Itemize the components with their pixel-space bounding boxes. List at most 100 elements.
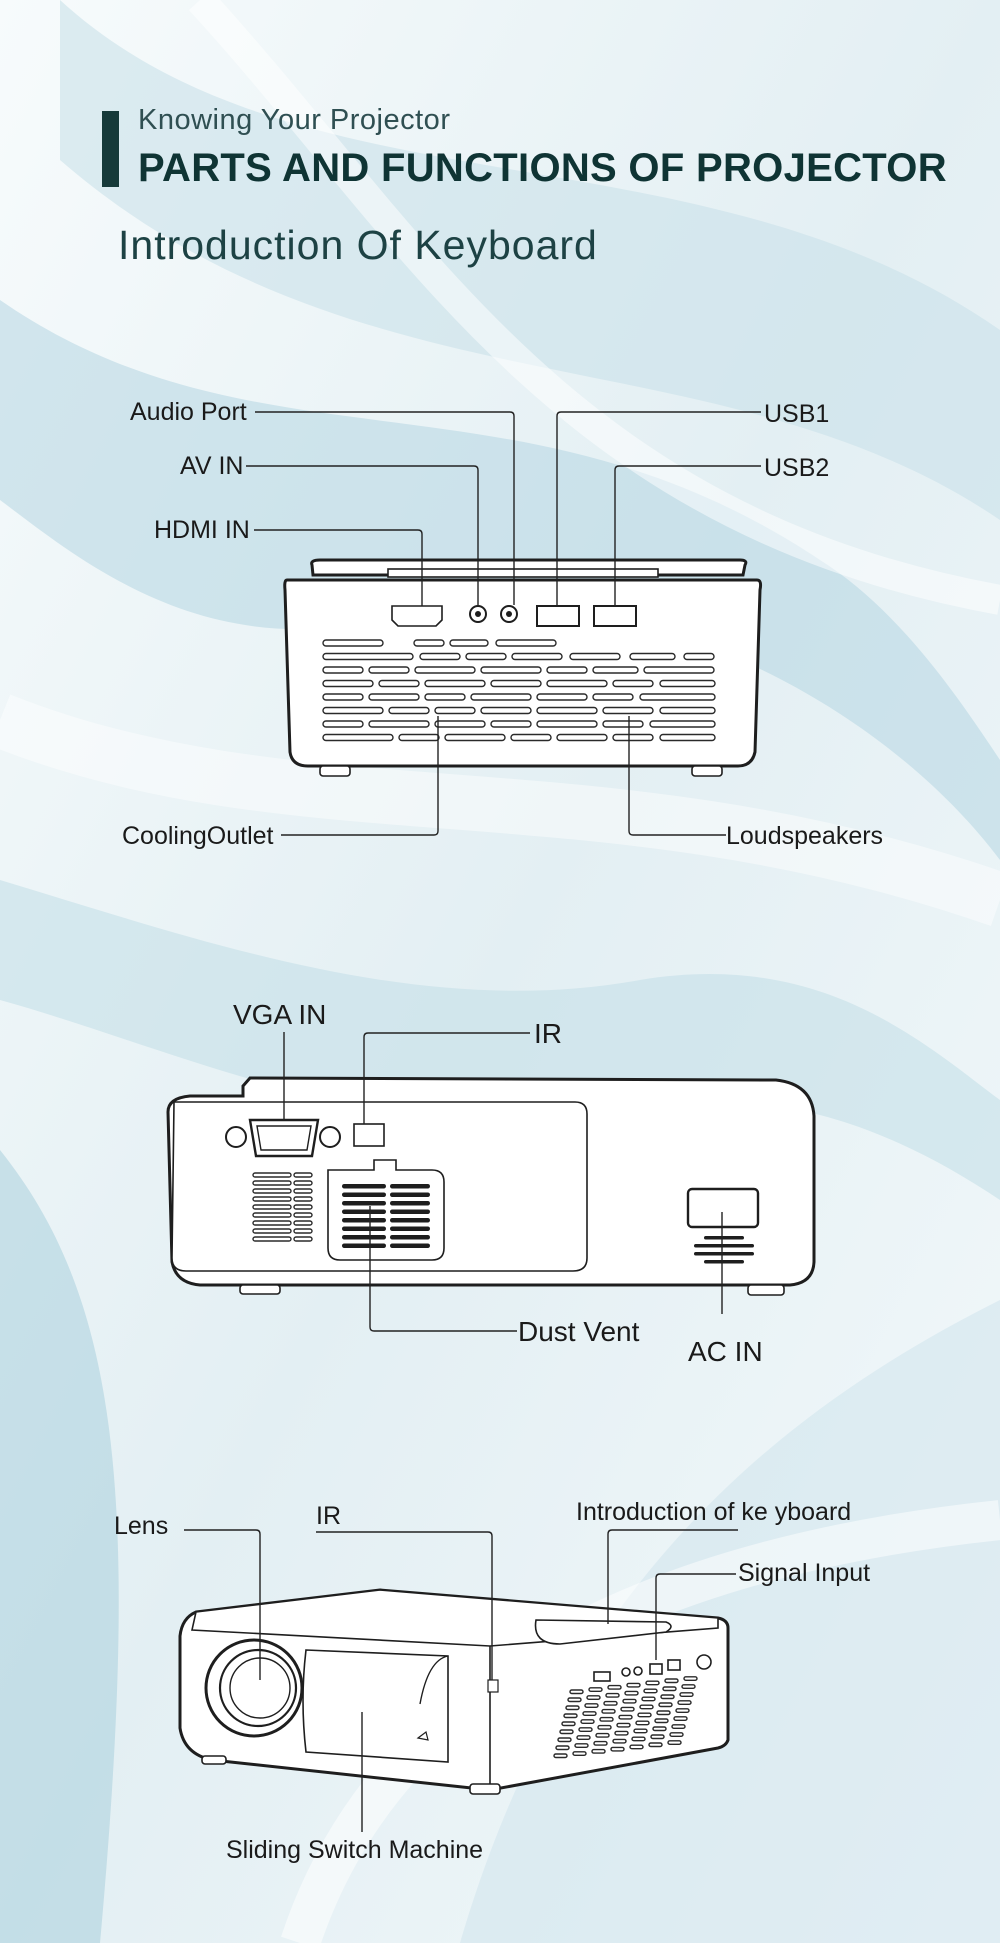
vent-slot xyxy=(368,693,420,701)
vent-slot xyxy=(378,679,420,688)
vent-slot xyxy=(584,1703,599,1709)
label-cooling-outlet: CoolingOutlet xyxy=(122,822,274,850)
vent-slot xyxy=(565,1705,580,1711)
dust-vent-slot xyxy=(390,1235,430,1240)
vent-slot xyxy=(419,652,461,661)
vent-slot xyxy=(398,733,440,742)
vent-slot xyxy=(252,1212,292,1218)
label-audio-port: Audio Port xyxy=(130,398,247,426)
vent-slot xyxy=(656,1710,671,1716)
dust-vent-slot xyxy=(390,1243,430,1248)
vent-slot xyxy=(556,733,608,742)
vent-slot xyxy=(592,666,639,674)
vent-slot xyxy=(293,1212,313,1218)
label-hdmi-in: HDMI IN xyxy=(154,516,250,544)
vent-slot xyxy=(610,1746,625,1752)
vent-slot xyxy=(601,1708,616,1714)
label-sliding-switch: Sliding Switch Machine xyxy=(226,1836,484,1864)
vent-slot xyxy=(510,733,552,742)
vent-slot xyxy=(683,652,715,661)
vent-slot xyxy=(614,1730,629,1736)
vent-slot xyxy=(252,1188,292,1194)
vent-slot xyxy=(618,1714,633,1720)
vent-slot xyxy=(293,1228,313,1234)
vent-slot xyxy=(434,720,486,728)
vent-slot xyxy=(322,720,364,728)
vent-slot xyxy=(643,666,715,674)
vent-slot xyxy=(582,1711,597,1717)
page-title: PARTS AND FUNCTIONS OF PROJECTOR xyxy=(138,146,947,190)
vent-slot xyxy=(561,1721,576,1727)
dust-vent-slot xyxy=(390,1201,430,1206)
vent-slot xyxy=(602,720,644,728)
vent-slot xyxy=(555,1745,570,1751)
dust-vent-slot xyxy=(342,1209,386,1214)
vent-slot xyxy=(495,639,557,647)
vent-slot xyxy=(414,666,476,674)
label-keyboard: Introduction of ke yboard xyxy=(576,1498,852,1526)
vent-slot xyxy=(322,666,364,674)
vent-slot xyxy=(252,1196,292,1202)
vent-slot xyxy=(536,720,598,728)
label-av-in: AV IN xyxy=(180,452,244,480)
vent-slot xyxy=(681,1684,696,1690)
vent-slot xyxy=(650,1734,665,1740)
vent-slot xyxy=(546,666,588,674)
vent-slot xyxy=(322,679,374,688)
dust-vent-slot xyxy=(390,1226,430,1231)
vent-slot xyxy=(252,1204,292,1210)
vent-slot xyxy=(252,1180,292,1186)
vent-slot xyxy=(683,1676,698,1682)
section-title: Introduction Of Keyboard xyxy=(118,222,598,268)
vent-slot xyxy=(424,679,486,688)
label-lens: Lens xyxy=(114,1512,169,1540)
dust-vent-slot xyxy=(342,1192,386,1197)
vent-slot xyxy=(322,639,384,647)
vent-slot xyxy=(449,639,489,647)
vent-slot xyxy=(603,1700,618,1706)
dust-vent-slot xyxy=(342,1184,386,1189)
vent-slot xyxy=(322,693,364,701)
vent-slot xyxy=(624,1690,639,1696)
label-signal-input: Signal Input xyxy=(738,1559,871,1587)
vent-slot xyxy=(413,639,445,647)
label-ir-side: IR xyxy=(534,1018,562,1049)
dust-vent-slot xyxy=(342,1243,386,1248)
vent-slot xyxy=(293,1180,313,1186)
vent-slot xyxy=(580,1719,595,1725)
vent-slot xyxy=(671,1724,686,1730)
vent-slot xyxy=(569,652,621,661)
vent-slot xyxy=(660,1694,675,1700)
vent-slot xyxy=(322,733,394,742)
label-usb1: USB1 xyxy=(764,400,830,428)
label-vga-in: VGA IN xyxy=(233,999,327,1030)
vent-slot xyxy=(576,1735,591,1741)
vent-slot xyxy=(588,1687,603,1693)
vent-slot xyxy=(293,1220,313,1226)
vent-slot xyxy=(444,733,506,742)
vent-slot xyxy=(546,679,608,688)
back-view-diagram xyxy=(246,411,763,836)
dust-vent-slot xyxy=(390,1209,430,1214)
vent-slot xyxy=(368,666,410,674)
vent-slot xyxy=(637,1712,652,1718)
vent-slot xyxy=(602,706,654,715)
vent-slot xyxy=(649,720,716,728)
dust-vent-slot xyxy=(342,1226,386,1231)
vent-slot xyxy=(612,733,654,742)
vent-slot xyxy=(659,679,716,688)
dust-vent-slot xyxy=(390,1192,430,1197)
vent-slot xyxy=(569,1689,584,1695)
label-ir-front: IR xyxy=(316,1502,341,1530)
vent-slot xyxy=(669,1732,684,1738)
vent-slot xyxy=(648,1742,663,1748)
label-usb2: USB2 xyxy=(764,454,830,482)
vent-slot xyxy=(622,1698,637,1704)
ac-vent-slot xyxy=(694,1252,754,1256)
dust-vent-slot xyxy=(390,1184,430,1189)
vent-slot xyxy=(677,1700,692,1706)
vent-slot xyxy=(470,693,532,701)
vent-slot xyxy=(659,706,716,715)
vent-slot xyxy=(626,1682,641,1688)
